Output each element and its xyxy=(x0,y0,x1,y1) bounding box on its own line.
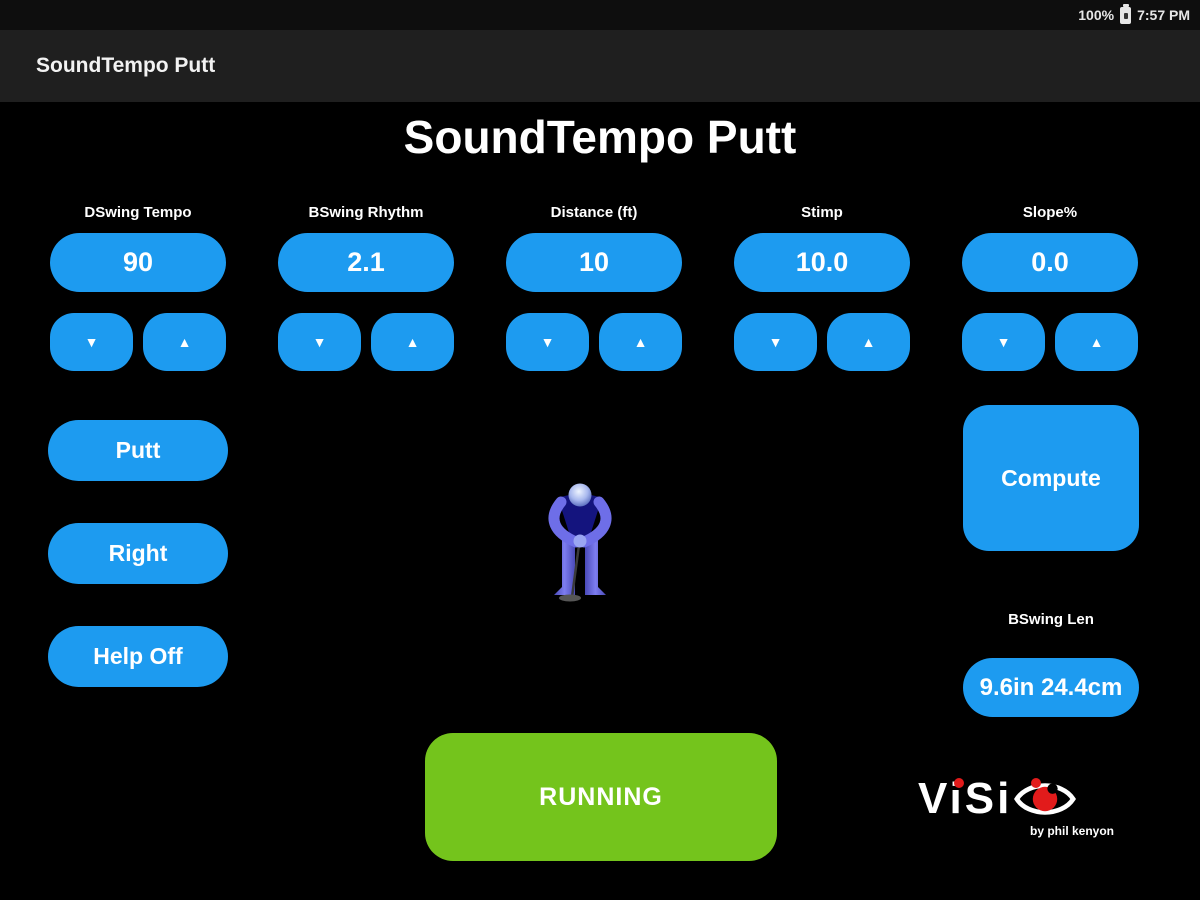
spinner-label: Slope% xyxy=(1022,204,1078,221)
bswing-len-label: BSwing Len xyxy=(1008,611,1094,628)
spinner-label: BSwing Rhythm xyxy=(308,204,424,221)
bswing-len-value: 9.6in 24.4cm xyxy=(963,658,1139,717)
app-bar: SoundTempo Putt xyxy=(0,30,1200,102)
clock: 7:57 PM xyxy=(1137,7,1190,23)
spinner-slope: Slope% 0.0 ▼ ▲ xyxy=(962,204,1138,371)
spinner-distance: Distance (ft) 10 ▼ ▲ xyxy=(506,204,682,371)
spinner-value-display[interactable]: 0.0 xyxy=(962,233,1138,292)
app-bar-title: SoundTempo Putt xyxy=(36,54,216,77)
increment-button[interactable]: ▲ xyxy=(1055,313,1138,371)
battery-icon xyxy=(1120,3,1132,24)
golfer-figure xyxy=(548,483,612,602)
arrow-up-icon: ▲ xyxy=(1089,334,1104,350)
arrow-down-icon: ▼ xyxy=(84,334,99,350)
spinner-value-display[interactable]: 90 xyxy=(50,233,226,292)
spinner-label: Distance (ft) xyxy=(550,204,638,221)
running-button[interactable]: RUNNING xyxy=(425,733,777,861)
decrement-button[interactable]: ▼ xyxy=(50,313,133,371)
red-i-dot-icon xyxy=(1031,778,1041,788)
help-off-button[interactable]: Help Off xyxy=(48,626,228,687)
arrow-up-icon: ▲ xyxy=(177,334,192,350)
battery-percent: 100% xyxy=(1078,7,1115,23)
increment-button[interactable]: ▲ xyxy=(371,313,454,371)
spinner-dswing-tempo: DSwing Tempo 90 ▼ ▲ xyxy=(50,204,226,371)
decrement-button[interactable]: ▼ xyxy=(506,313,589,371)
spinner-stimp: Stimp 10.0 ▼ ▲ xyxy=(734,204,910,371)
spinner-label: DSwing Tempo xyxy=(84,204,192,221)
decrement-button[interactable]: ▼ xyxy=(278,313,361,371)
decrement-button[interactable]: ▼ xyxy=(962,313,1045,371)
arrow-down-icon: ▼ xyxy=(540,334,555,350)
visio-brand-text: ViSi xyxy=(918,777,1041,821)
spinner-bswing-rhythm: BSwing Rhythm 2.1 ▼ ▲ xyxy=(278,204,454,371)
arrow-down-icon: ▼ xyxy=(768,334,783,350)
spinner-value-display[interactable]: 2.1 xyxy=(278,233,454,292)
page-title: SoundTempo Putt xyxy=(403,111,797,163)
status-bar: 100% 7:57 PM xyxy=(0,0,1200,30)
arrow-down-icon: ▼ xyxy=(312,334,327,350)
visio-logo: ViSi by phil kenyon xyxy=(918,776,1158,854)
red-i-dot-icon xyxy=(954,778,964,788)
spinner-value-display[interactable]: 10 xyxy=(506,233,682,292)
increment-button[interactable]: ▲ xyxy=(143,313,226,371)
arrow-up-icon: ▲ xyxy=(861,334,876,350)
arrow-up-icon: ▲ xyxy=(405,334,420,350)
decrement-button[interactable]: ▼ xyxy=(734,313,817,371)
right-button[interactable]: Right xyxy=(48,523,228,584)
arrow-down-icon: ▼ xyxy=(996,334,1011,350)
putt-button[interactable]: Putt xyxy=(48,420,228,481)
increment-button[interactable]: ▲ xyxy=(827,313,910,371)
eye-icon xyxy=(1014,783,1077,815)
compute-button[interactable]: Compute xyxy=(963,405,1139,551)
logo-tagline: by phil kenyon xyxy=(1029,824,1114,838)
increment-button[interactable]: ▲ xyxy=(599,313,682,371)
arrow-up-icon: ▲ xyxy=(633,334,648,350)
spinner-label: Stimp xyxy=(801,204,843,221)
spinner-value-display[interactable]: 10.0 xyxy=(734,233,910,292)
